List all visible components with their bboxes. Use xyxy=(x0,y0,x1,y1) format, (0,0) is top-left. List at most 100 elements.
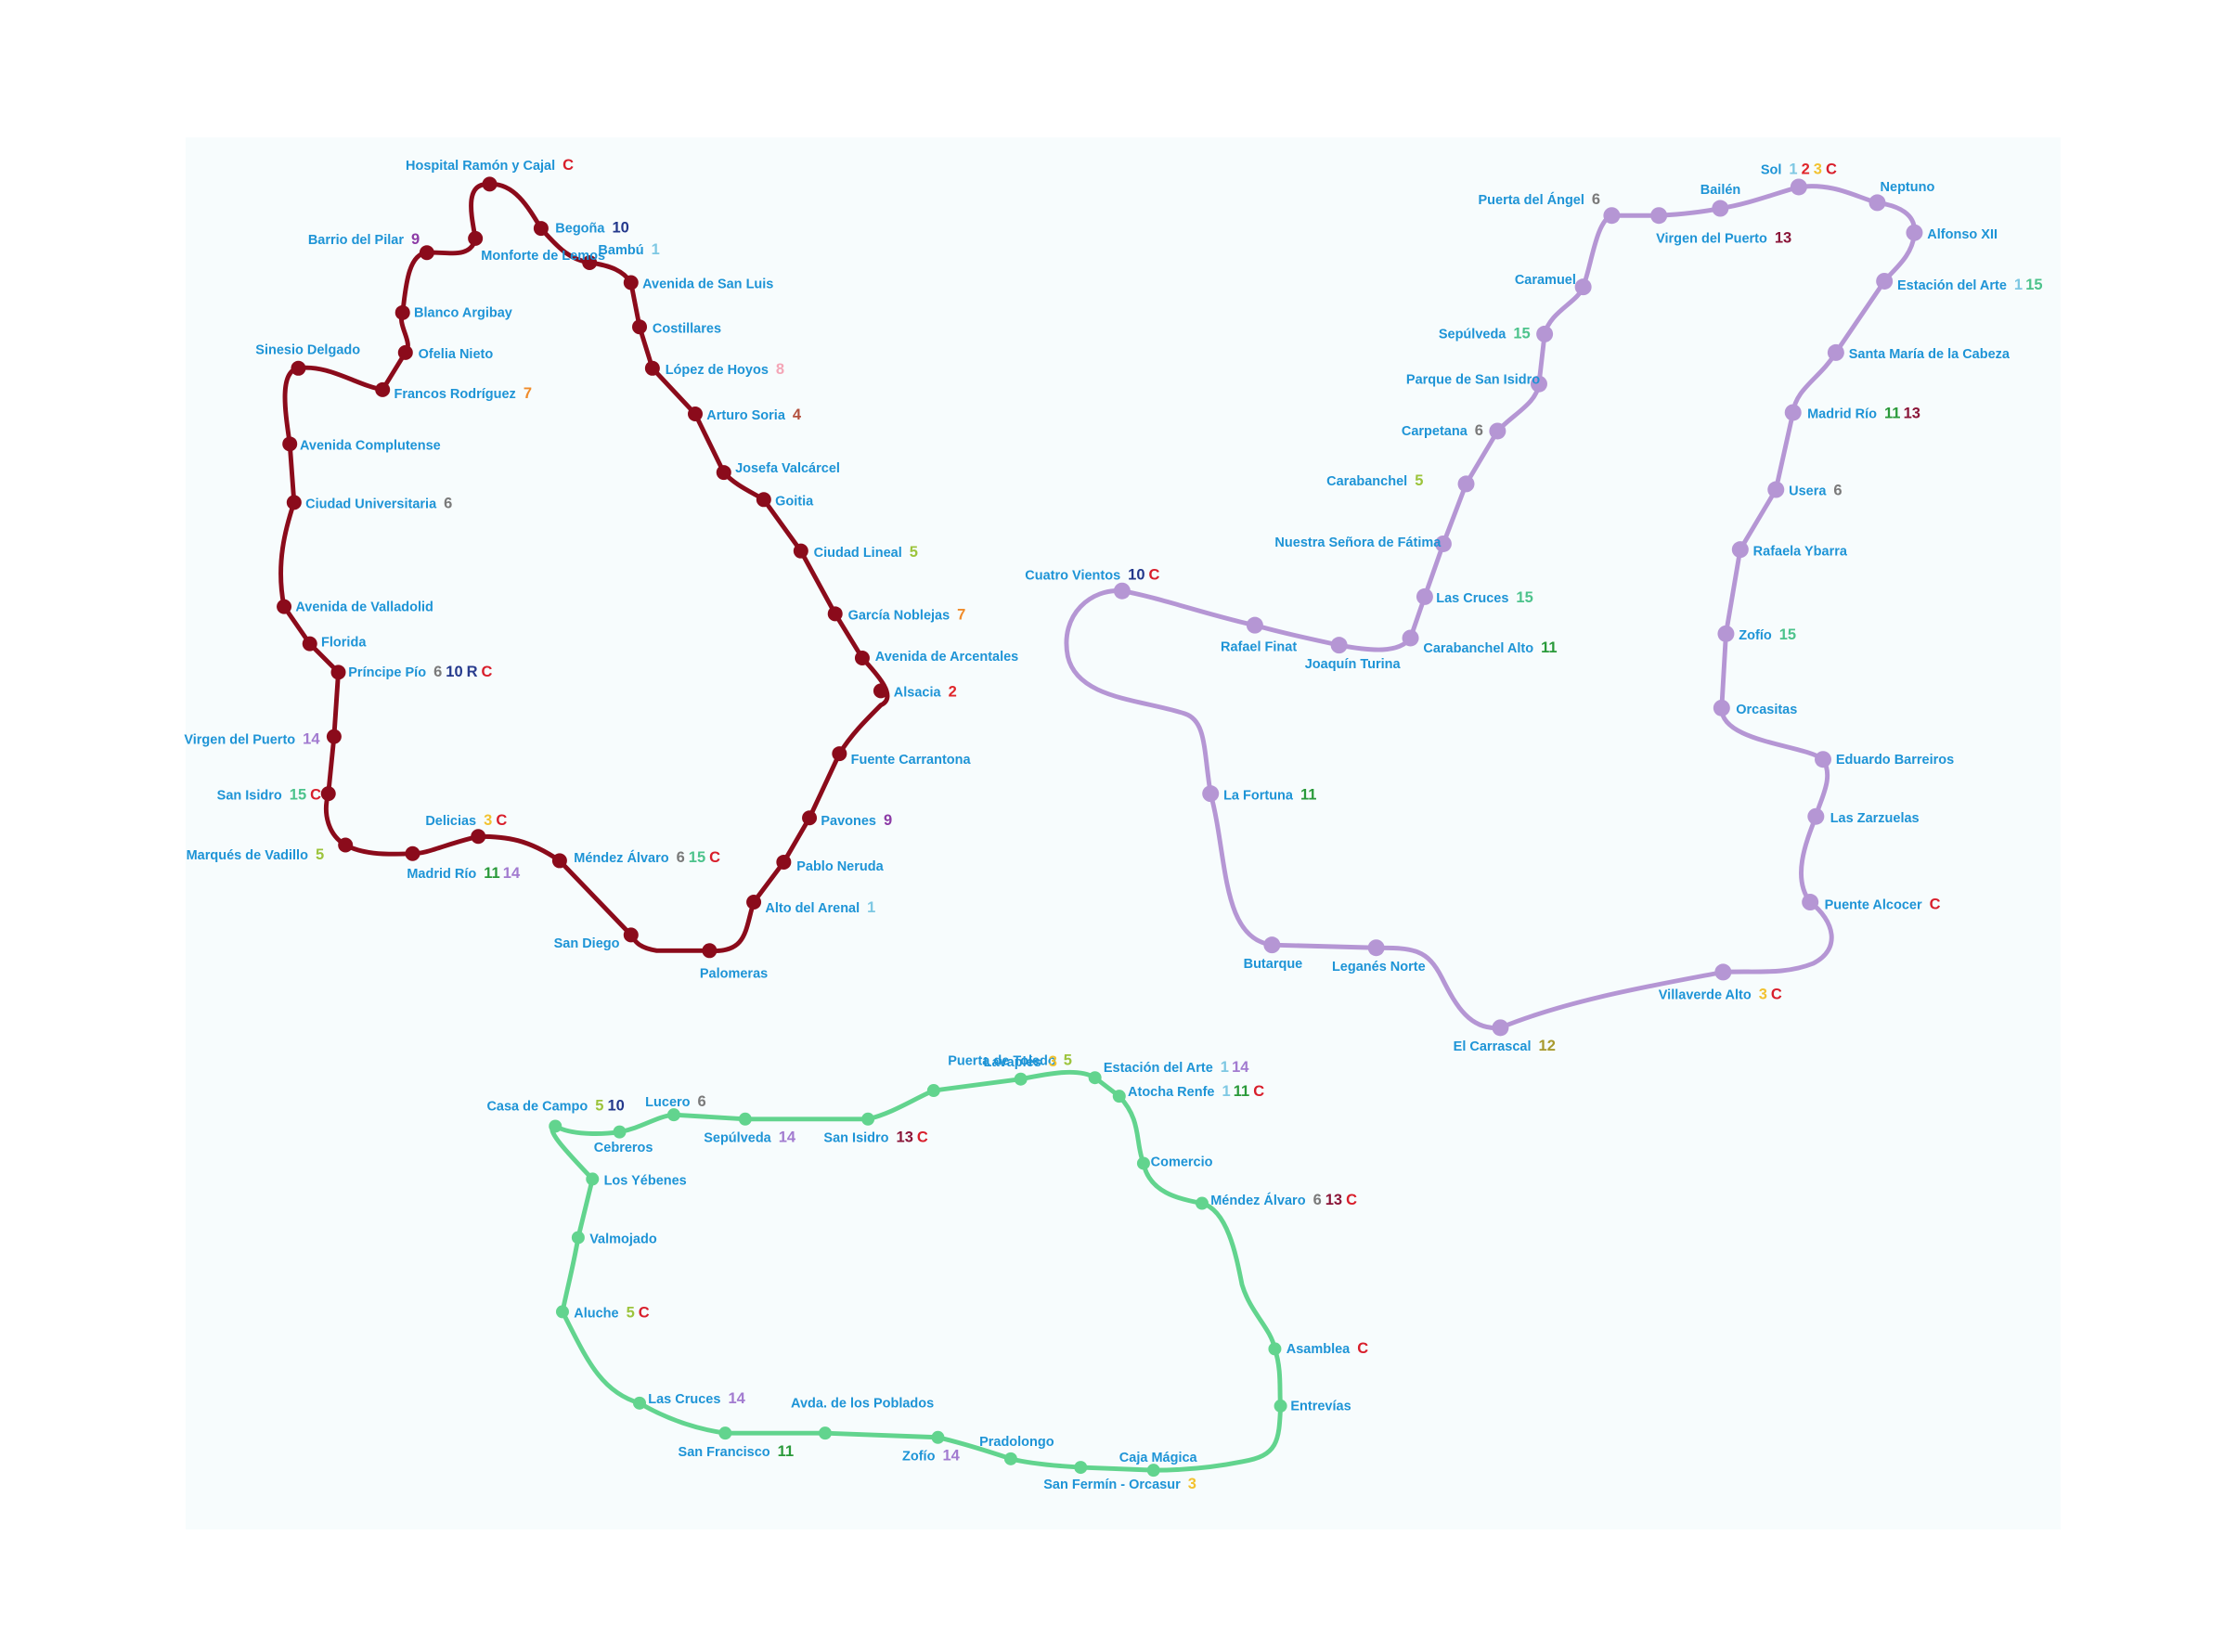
maroon-station-ciudad-universitaria[interactable] xyxy=(286,495,302,510)
green-station-avda-de-los-poblados[interactable] xyxy=(818,1426,832,1440)
green-station-comercio[interactable] xyxy=(1136,1156,1150,1170)
green-station-mendez-alvaro[interactable] xyxy=(1195,1196,1209,1210)
maroon-station-josefa-valcarcel[interactable] xyxy=(716,465,731,481)
maroon-station-goitia[interactable] xyxy=(756,492,771,508)
maroon-station-virgen-del-puerto[interactable] xyxy=(326,729,342,744)
lilac-station-alfonso-xii[interactable] xyxy=(1906,224,1923,241)
station-name: Las Cruces xyxy=(1436,591,1508,606)
station-name: Pablo Neruda xyxy=(796,859,884,874)
maroon-station-florida[interactable] xyxy=(302,636,317,652)
lilac-station-caramuel[interactable] xyxy=(1574,278,1592,296)
maroon-station-palomeras[interactable] xyxy=(702,943,718,959)
maroon-station-delicias[interactable] xyxy=(471,829,486,845)
maroon-station-ofelia-nieto[interactable] xyxy=(397,344,413,360)
green-station-san-fermin-orcasur[interactable] xyxy=(1074,1461,1088,1475)
lilac-station-santa-maria-de-la-cabeza[interactable] xyxy=(1827,343,1844,361)
maroon-station-hospital-ramon-y-cajal[interactable] xyxy=(482,176,498,192)
green-station-entrevias[interactable] xyxy=(1274,1399,1287,1413)
lilac-station-nuestra-senora-de-fatima[interactable] xyxy=(1434,535,1452,552)
lilac-station-orcasitas[interactable] xyxy=(1713,699,1730,716)
maroon-station-pavones[interactable] xyxy=(802,810,818,826)
maroon-station-garcia-noblejas[interactable] xyxy=(827,606,843,622)
lilac-station-rafael-finat[interactable] xyxy=(1246,616,1263,634)
green-station-atocha-renfe[interactable] xyxy=(1112,1090,1126,1103)
maroon-station-ciudad-lineal[interactable] xyxy=(793,543,808,559)
lilac-station-carabanchel-alto[interactable] xyxy=(1402,629,1419,647)
green-station-sepulveda[interactable] xyxy=(738,1112,752,1126)
green-station-asamblea[interactable] xyxy=(1268,1342,1282,1356)
lilac-station-carabanchel[interactable] xyxy=(1457,475,1475,493)
green-station-aluche[interactable] xyxy=(555,1305,569,1319)
maroon-station-madrid-rio[interactable] xyxy=(405,845,420,861)
maroon-station-monforte-de-lemos[interactable] xyxy=(468,230,484,246)
maroon-station-sinesio-delgado[interactable] xyxy=(291,360,306,376)
lilac-station-neptuno[interactable] xyxy=(1868,194,1886,212)
maroon-station-avenida-complutense[interactable] xyxy=(282,436,298,452)
lilac-station-cuatro-vientos[interactable] xyxy=(1113,582,1131,600)
lilac-station-usera[interactable] xyxy=(1767,481,1785,498)
green-station-valmojado[interactable] xyxy=(571,1231,585,1245)
lilac-station-rafaela-ybarra[interactable] xyxy=(1731,541,1749,559)
lilac-station-eduardo-barreiros[interactable] xyxy=(1815,751,1832,768)
maroon-station-mendez-alvaro[interactable] xyxy=(551,853,567,869)
lilac-station-estacion-del-arte[interactable] xyxy=(1876,272,1894,290)
maroon-station-avenida-de-valladolid[interactable] xyxy=(277,599,292,614)
lilac-station-el-carrascal[interactable] xyxy=(1492,1019,1509,1037)
maroon-station-arturo-soria[interactable] xyxy=(688,407,704,422)
maroon-station-blanco-argibay[interactable] xyxy=(394,304,410,320)
maroon-station-san-diego[interactable] xyxy=(623,927,639,943)
station-name: Carabanchel Alto xyxy=(1423,641,1533,656)
green-station-san-isidro[interactable] xyxy=(861,1112,875,1126)
line-badge-c: C xyxy=(310,786,321,803)
line-badge-1: 1 xyxy=(1221,1059,1229,1076)
lilac-station-zofio[interactable] xyxy=(1717,625,1735,642)
line-badge-13: 13 xyxy=(1325,1192,1342,1208)
maroon-station-marques-de-vadillo[interactable] xyxy=(338,837,354,853)
lilac-station-puente-alcocer[interactable] xyxy=(1802,894,1819,911)
green-station-casa-de-campo[interactable] xyxy=(549,1119,562,1133)
lilac-station-carpetana[interactable] xyxy=(1489,422,1506,440)
maroon-station-pablo-neruda[interactable] xyxy=(776,854,792,870)
green-station-lavapies[interactable] xyxy=(1014,1072,1028,1086)
green-station-caja-magica[interactable] xyxy=(1146,1464,1160,1478)
lilac-station-parque-de-san-isidro[interactable] xyxy=(1530,375,1547,393)
maroon-station-avenida-de-san-luis[interactable] xyxy=(623,275,639,290)
maroon-station-alsacia[interactable] xyxy=(873,683,888,699)
green-station-las-cruces[interactable] xyxy=(633,1396,647,1410)
maroon-station-avenida-de-arcentales[interactable] xyxy=(854,651,870,666)
lilac-station-la-fortuna[interactable] xyxy=(1202,785,1220,803)
lilac-station-joaquin-turina[interactable] xyxy=(1330,637,1348,654)
maroon-station-bambu[interactable] xyxy=(582,254,598,270)
maroon-station-san-isidro[interactable] xyxy=(320,786,336,802)
maroon-station-lopez-de-hoyos[interactable] xyxy=(644,360,660,376)
station-name: López de Hoyos xyxy=(666,363,769,378)
maroon-station-fuente-carrantona[interactable] xyxy=(832,746,847,762)
green-station-san-francisco[interactable] xyxy=(718,1426,732,1440)
maroon-station-francos-rodriguez[interactable] xyxy=(375,381,391,397)
green-station-estacion-del-arte[interactable] xyxy=(1088,1071,1102,1085)
lilac-station-madrid-rio[interactable] xyxy=(1784,404,1802,421)
lilac-station-sol[interactable] xyxy=(1790,178,1807,196)
green-station-los-yebenes[interactable] xyxy=(586,1172,600,1186)
lilac-station-las-cruces[interactable] xyxy=(1416,587,1433,605)
green-station-zofio[interactable] xyxy=(931,1430,945,1444)
green-station-pradolongo[interactable] xyxy=(1003,1452,1017,1465)
lilac-station-puerta-del-angel[interactable] xyxy=(1603,207,1621,225)
maroon-station-alto-del-arenal[interactable] xyxy=(746,895,762,910)
lilac-station-sepulveda[interactable] xyxy=(1536,325,1554,342)
green-station-puerta-de-toledo[interactable] xyxy=(926,1084,940,1098)
maroon-station-costillares[interactable] xyxy=(632,319,648,335)
green-station-lucero[interactable] xyxy=(666,1108,680,1122)
maroon-station-begona[interactable] xyxy=(533,221,549,237)
green-station-cebreros[interactable] xyxy=(613,1125,627,1139)
lilac-station-virgen-del-puerto[interactable] xyxy=(1650,207,1668,225)
maroon-station-barrio-del-pilar[interactable] xyxy=(419,245,434,261)
maroon-station-principe-pio[interactable] xyxy=(330,665,346,680)
lilac-station-bailen[interactable] xyxy=(1712,200,1729,217)
lilac-station-leganes-norte[interactable] xyxy=(1367,939,1385,957)
lilac-station-las-zarzuelas[interactable] xyxy=(1807,807,1825,825)
lilac-station-villaverde-alto[interactable] xyxy=(1714,963,1732,981)
lilac-station-butarque[interactable] xyxy=(1263,936,1281,954)
